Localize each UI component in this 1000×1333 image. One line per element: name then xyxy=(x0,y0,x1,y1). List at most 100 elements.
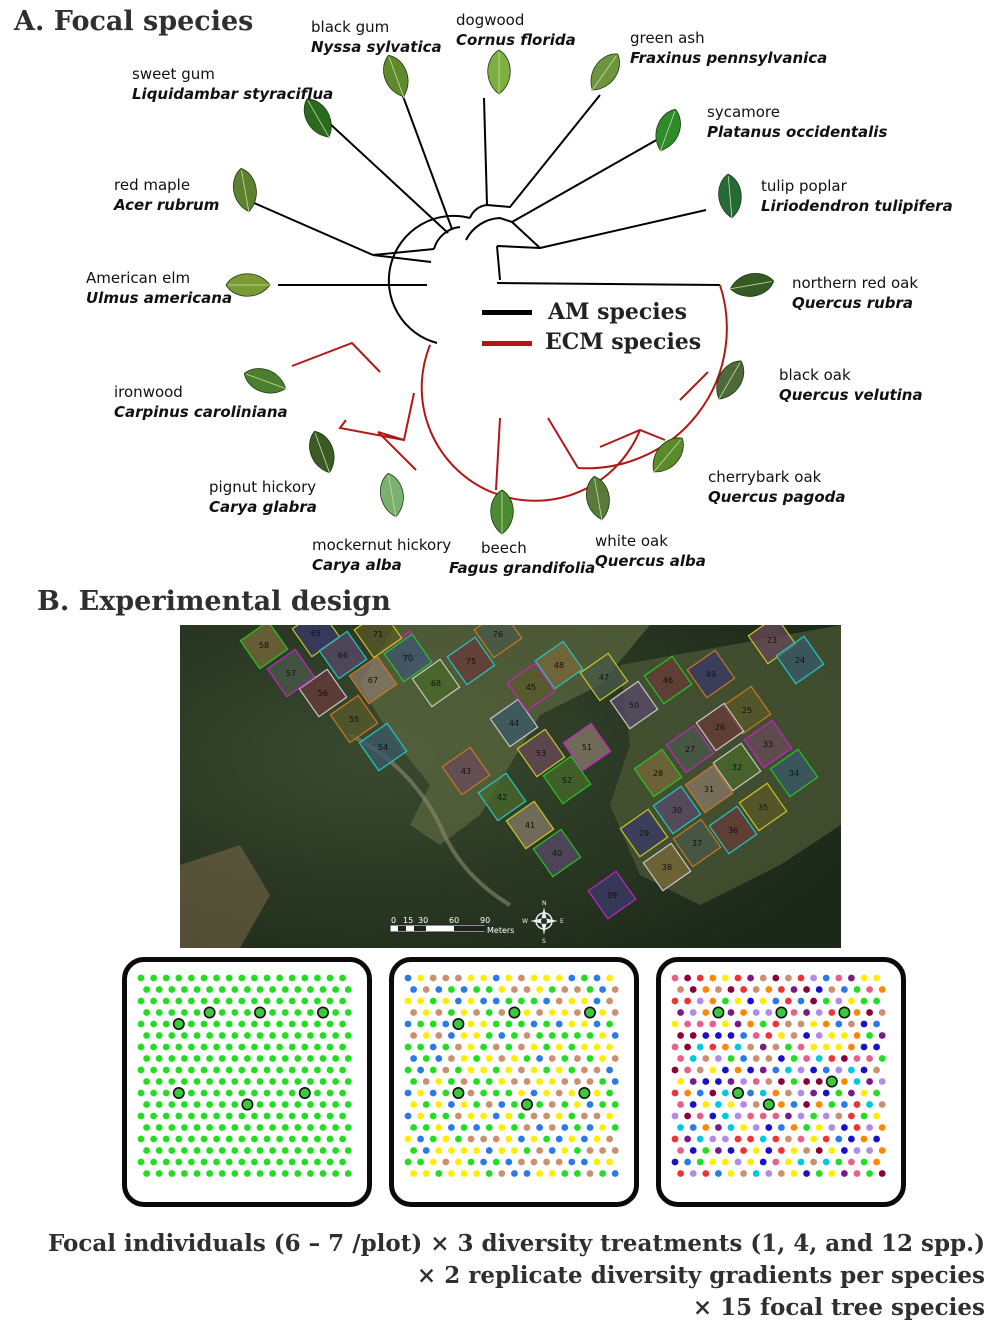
treatment-plot-4-species xyxy=(389,957,639,1207)
seedling-dot xyxy=(878,1055,886,1062)
seedling-dot xyxy=(473,1055,480,1062)
seedling-dot xyxy=(162,997,170,1005)
map-plot: 36 xyxy=(708,805,758,855)
seedling-dot xyxy=(815,1032,823,1039)
seedling-dot xyxy=(593,1112,601,1120)
seedling-dot xyxy=(765,1124,773,1131)
seedling-dot xyxy=(518,1135,525,1143)
map-plot-number: 68 xyxy=(431,679,441,688)
seedling-dot xyxy=(448,986,455,993)
seedling-dot xyxy=(344,1078,352,1085)
seedling-dot xyxy=(684,1089,691,1097)
seedling-dot xyxy=(790,1124,798,1131)
seedling-dot xyxy=(752,1101,760,1108)
seedling-dot xyxy=(543,1020,550,1028)
seedling-dot xyxy=(485,1124,493,1131)
species-label-black-oak: black oak Quercus velutina xyxy=(779,365,923,405)
common-name: cherrybark oak xyxy=(708,468,822,486)
seedling-dot xyxy=(480,1158,487,1166)
seedling-dot xyxy=(175,1043,183,1051)
seedling-dot xyxy=(581,1020,588,1028)
seedling-dot xyxy=(790,1170,798,1177)
seedling-dot xyxy=(555,1043,563,1051)
seedling-dot xyxy=(231,986,239,993)
seedling-dot xyxy=(188,1158,195,1166)
seedling-dot xyxy=(835,974,843,982)
seedling-dot xyxy=(460,1055,468,1062)
seedling-dot xyxy=(442,1112,450,1120)
seedling-dot xyxy=(593,1089,601,1097)
seedling-dot xyxy=(568,997,576,1005)
seedling-dot xyxy=(555,1020,563,1028)
seedling-dot xyxy=(188,1066,195,1074)
map-plot: 31 xyxy=(684,764,734,814)
seedling-dot xyxy=(422,1078,430,1085)
seedling-dot xyxy=(803,1009,810,1016)
seedling-dot xyxy=(251,997,258,1005)
plot-grid xyxy=(671,974,886,1177)
seedling-dot xyxy=(873,997,880,1005)
am-branches xyxy=(244,87,721,344)
seedling-dot xyxy=(143,986,150,993)
seedling-dot xyxy=(480,1066,487,1074)
seedling-dot xyxy=(417,1066,424,1074)
seedling-dot xyxy=(878,1101,886,1108)
common-name: mockernut hickory xyxy=(312,536,452,554)
seedling-dot xyxy=(523,986,531,993)
seedling-dot xyxy=(790,1147,798,1154)
seedling-dot xyxy=(168,1101,176,1108)
seedling-dot xyxy=(473,1009,480,1016)
seedling-dot xyxy=(511,1124,518,1131)
seedling-dot xyxy=(332,1124,339,1131)
seedling-dot xyxy=(404,1112,412,1120)
seedling-dot xyxy=(150,997,157,1005)
seedling-dot xyxy=(822,974,830,982)
seedling-dot xyxy=(326,1135,334,1143)
seedling-dot xyxy=(765,1078,773,1085)
seedling-dot xyxy=(873,1020,880,1028)
seedling-dot xyxy=(765,1147,773,1154)
seedling-dot xyxy=(797,974,805,982)
seedling-dot xyxy=(193,1124,201,1131)
seedling-dot xyxy=(574,1055,581,1062)
seedling-dot xyxy=(256,1032,264,1039)
seedling-dot xyxy=(759,997,767,1005)
seedling-dot xyxy=(276,997,283,1005)
seedling-dot xyxy=(193,1101,201,1108)
seedling-dot xyxy=(276,1020,283,1028)
seedling-dot xyxy=(473,1101,480,1108)
seedling-dot xyxy=(511,1055,518,1062)
seedling-dot xyxy=(238,1089,246,1097)
seedling-dot xyxy=(288,1066,296,1074)
seedling-dot xyxy=(722,1066,729,1074)
map-plot-number: 33 xyxy=(763,740,773,749)
seedling-dot xyxy=(225,1020,233,1028)
seedling-dot xyxy=(410,1124,417,1131)
seedling-dot xyxy=(162,1066,170,1074)
seedling-dot xyxy=(455,1158,462,1166)
seedling-dot xyxy=(410,986,417,993)
seedling-dot xyxy=(263,1043,271,1051)
seedling-dot xyxy=(213,1089,220,1097)
seedling-dot xyxy=(339,1158,346,1166)
seedling-dot xyxy=(314,997,321,1005)
seedling-dot xyxy=(536,1124,543,1131)
seedling-dot xyxy=(536,1078,543,1085)
seedling-dot xyxy=(238,1043,246,1051)
seedling-dot xyxy=(752,1009,760,1016)
seedling-dot xyxy=(543,1158,550,1166)
seedling-dot xyxy=(175,974,183,982)
seedling-dot xyxy=(492,1089,500,1097)
seedling-dot xyxy=(417,1135,424,1143)
seedling-dot xyxy=(599,1170,606,1177)
seedling-dot xyxy=(873,1112,880,1120)
seedling-dot xyxy=(435,1101,443,1108)
seedling-dot xyxy=(168,1032,176,1039)
seedling-dot xyxy=(803,1170,810,1177)
seedling-dot xyxy=(422,1055,430,1062)
seedling-dot xyxy=(734,1112,742,1120)
map-plot-number: 36 xyxy=(728,826,738,835)
seedling-dot xyxy=(759,1089,767,1097)
seedling-dot xyxy=(835,1089,843,1097)
seedling-dot xyxy=(143,1101,150,1108)
